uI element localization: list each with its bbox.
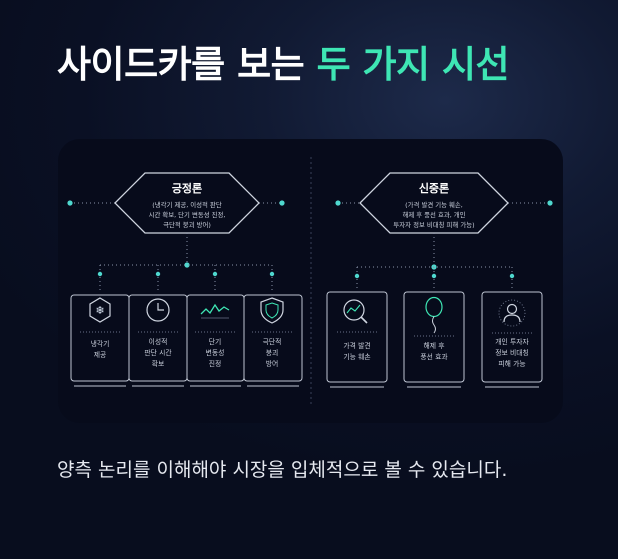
negative-card-3-line-1: 개인 투자자 — [495, 337, 529, 346]
negative-card-1-line-2: 기능 훼손 — [343, 352, 370, 361]
positive-desc-2: 시간 확보, 단기 변동성 진정, — [149, 210, 226, 219]
negative-heading: 신중론 — [419, 181, 449, 195]
positive-right-dot — [279, 200, 285, 206]
positive-card-4-line-1: 극단적 — [263, 337, 282, 346]
negative-right-dot — [547, 200, 553, 206]
positive-hexagon — [114, 172, 260, 234]
svg-text:❄: ❄ — [95, 304, 104, 317]
caption: 양측 논리를 이해해야 시장을 입체적으로 볼 수 있습니다. — [57, 459, 508, 481]
positive-card-3-line-3: 진정 — [209, 359, 222, 368]
page-title: 사이드카를 보는 두 가지 시선 — [57, 34, 510, 88]
positive-group: 긍정론 (냉각기 제공, 이성적 판단 시간 확보, 단기 변동성 진정, 극단… — [67, 172, 303, 387]
negative-card-1: 가격 발견 기능 훼손 — [326, 291, 388, 388]
positive-drop-dot-3 — [212, 271, 218, 277]
positive-card-4-line-2: 붕괴 — [266, 349, 279, 357]
clock-icon — [146, 298, 170, 322]
magnifier-chart-icon — [343, 299, 368, 324]
negative-card-1-frame — [326, 291, 388, 383]
positive-card-4-frame — [243, 294, 303, 382]
positive-card-3-line-1: 단기 — [209, 337, 222, 346]
positive-heading: 긍정론 — [172, 181, 202, 195]
negative-card-1-line-1: 가격 발견 — [343, 341, 370, 350]
positive-drop-dot-4 — [269, 271, 275, 277]
positive-branch-dot — [184, 262, 190, 268]
negative-card-3-line-3: 피해 가능 — [498, 359, 525, 368]
negative-desc-3: 투자자 정보 비대칭 피해 가능) — [393, 220, 474, 229]
positive-card-1-line-1: 냉각기 — [91, 339, 110, 348]
positive-card-3-line-2: 변동성 — [206, 348, 225, 357]
negative-card-3-line-2: 정보 비대칭 — [495, 348, 528, 357]
positive-card-1-line-2: 제공 — [94, 351, 107, 359]
positive-card-2-line-3: 확보 — [152, 359, 165, 368]
positive-card-1: ❄ 냉각기 제공 — [70, 294, 130, 387]
positive-desc-1: (냉각기 제공, 이성적 판단 — [152, 200, 222, 209]
negative-card-3-frame — [481, 291, 543, 383]
negative-drop-dot-2 — [431, 273, 437, 279]
wave-chart-icon — [200, 303, 230, 319]
title-main: 사이드카를 보는 — [57, 43, 305, 86]
positive-left-dot — [67, 200, 73, 206]
positive-card-2-line-2: 판단 시간 — [144, 348, 171, 357]
positive-drop-dot-1 — [97, 271, 103, 277]
negative-left-dot — [335, 200, 341, 206]
negative-desc-2: 해제 후 풍선 효과, 개인 — [402, 210, 465, 219]
positive-card-2: 이성적 판단 시간 확보 — [128, 294, 188, 387]
positive-card-4-line-3: 방어 — [266, 359, 279, 368]
balloon-icon — [425, 296, 443, 334]
positive-desc-3: 극단적 붕괴 방어) — [163, 220, 211, 229]
shield-icon — [260, 297, 284, 324]
negative-card-2-frame — [403, 291, 465, 383]
negative-card-2: 해제 후 풍선 효과 — [403, 291, 465, 388]
positive-card-3: 단기 변동성 진정 — [186, 294, 245, 387]
positive-card-2-line-1: 이성적 — [149, 337, 168, 346]
negative-card-3: 개인 투자자 정보 비대칭 피해 가능 — [481, 291, 543, 388]
negative-drop-dot-1 — [354, 273, 360, 279]
positive-drop-dot-2 — [155, 271, 161, 277]
title-accent: 두 가지 시선 — [316, 43, 510, 86]
negative-group: 신중론 (가격 발견 기능 훼손, 해제 후 풍선 효과, 개인 투자자 정보 … — [326, 172, 553, 388]
person-icon — [498, 299, 526, 327]
diagram-panel: 긍정론 (냉각기 제공, 이성적 판단 시간 확보, 단기 변동성 진정, 극단… — [58, 139, 563, 423]
snowflake-icon: ❄ — [89, 297, 111, 323]
diagram-canvas: 긍정론 (냉각기 제공, 이성적 판단 시간 확보, 단기 변동성 진정, 극단… — [67, 157, 553, 405]
positive-card-4: 극단적 붕괴 방어 — [243, 294, 303, 387]
negative-card-2-line-1: 해제 후 — [424, 341, 445, 350]
negative-drop-dot-3 — [509, 273, 515, 279]
negative-card-2-line-2: 풍선 효과 — [420, 352, 448, 361]
negative-hexagon — [359, 172, 509, 234]
negative-desc-1: (가격 발견 기능 훼손, — [405, 200, 463, 209]
